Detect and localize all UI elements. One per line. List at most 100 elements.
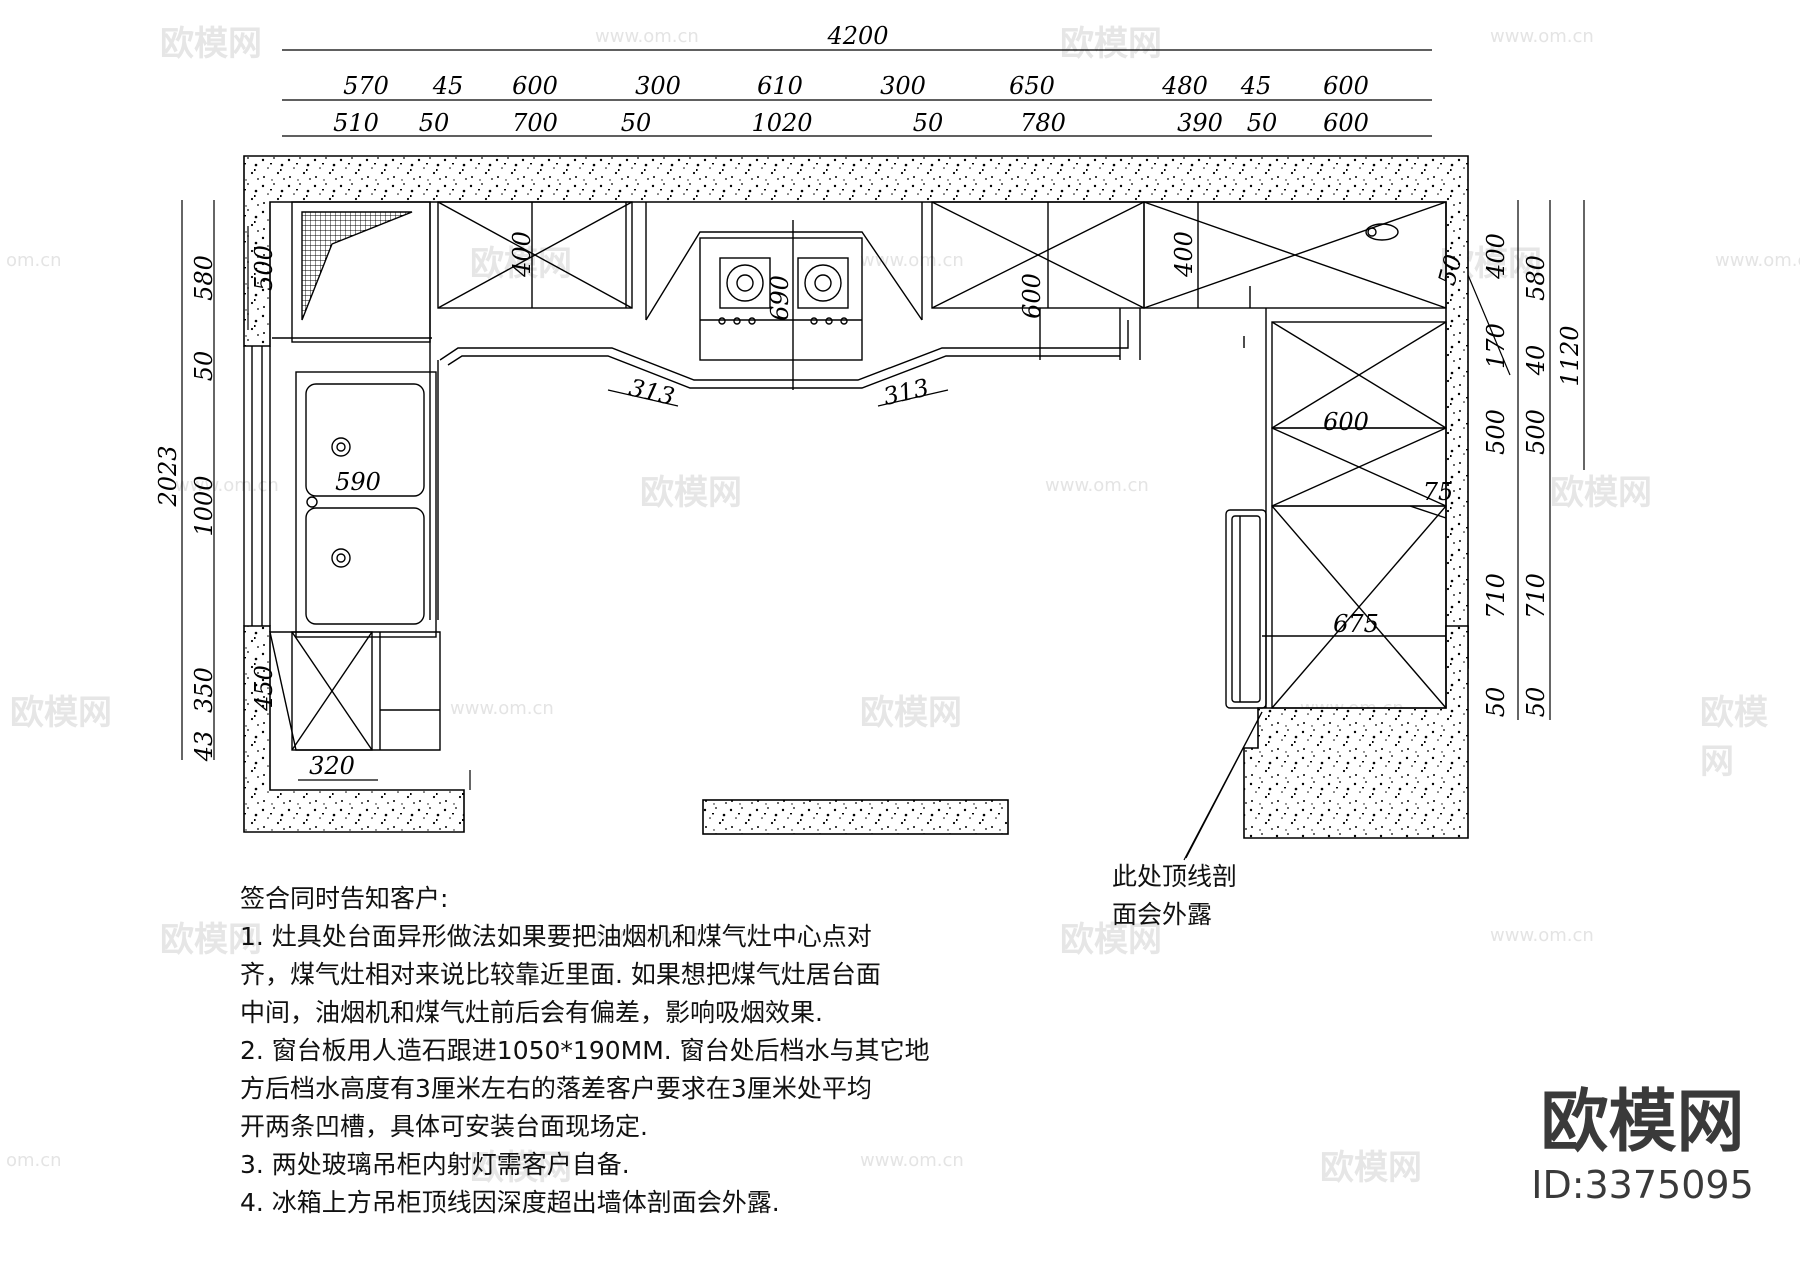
watermark-logo: 欧模网	[860, 693, 962, 733]
drain	[331, 437, 351, 457]
dim-right-mid: 50	[1522, 687, 1550, 718]
burner-right	[797, 257, 849, 309]
notes-line: 2. 窗台板用人造石跟进1050*190MM. 窗台处后档水与其它地	[240, 1036, 930, 1065]
dim-top-1: 600	[1323, 72, 1369, 100]
dim-top-2: 50	[1247, 109, 1278, 137]
fridge	[1271, 505, 1447, 709]
brand-name: 欧模网	[1540, 1083, 1745, 1162]
watermark-logo: 欧模网	[1320, 1148, 1422, 1188]
notes-line: 开两条凹槽，具体可安装台面现场定.	[240, 1112, 648, 1141]
dim-top-2: 510	[333, 109, 379, 137]
watermark-logo: 欧模网	[1060, 920, 1162, 960]
dim-right-outer: 50	[1482, 687, 1510, 718]
watermark-url: www.om.cn	[450, 698, 554, 719]
notes-line: 3. 两处玻璃吊柜内射灯需客户自备.	[240, 1150, 630, 1179]
dim-right-outer: 170	[1482, 323, 1510, 369]
watermark-logo: 欧模网	[160, 920, 262, 960]
dim-top-2: 1020	[751, 109, 812, 137]
wall-left-lower	[243, 625, 465, 833]
label-side: 75	[1423, 478, 1454, 506]
dim-left-outer: 580	[190, 255, 218, 301]
watermark-logo: 欧模网	[1550, 473, 1652, 513]
dim-top-1: 600	[512, 72, 558, 100]
dim-top-2: 600	[1323, 109, 1369, 137]
window-sill	[702, 799, 1009, 835]
watermark-url: www.om.cn	[595, 925, 699, 946]
wall-cabinet-left	[437, 201, 633, 309]
watermark-url: www.om.cn	[1045, 475, 1149, 496]
dim-right-mid: 710	[1522, 573, 1550, 619]
watermark-logo: 欧模网	[10, 693, 112, 733]
label-angle-left: 313	[626, 373, 677, 411]
sink-bowl-bottom	[305, 507, 425, 625]
notes-line: 4. 冰箱上方吊柜顶线因深度超出墙体剖面会外露.	[240, 1188, 780, 1217]
sink-base	[295, 371, 437, 638]
dim-top-2: 50	[913, 109, 944, 137]
label-angle-right: 313	[881, 373, 932, 411]
notes-line: 1. 灶具处台面异形做法如果要把油烟机和煤气灶中心点对	[240, 922, 872, 951]
dim-right-outer: 400	[1482, 233, 1510, 280]
label-wall-cabinet-mid: 600	[1018, 273, 1046, 319]
watermark-logo: 欧模网	[640, 473, 742, 513]
callout-note: 此处顶线剖 面会外露	[1112, 858, 1237, 934]
label-wall-cabinet-right: 400	[1170, 231, 1198, 278]
watermark-url: www.om.cn	[175, 475, 279, 496]
dimension-labels: 4200 570 45 600 300 610 300 650 480 45 6…	[154, 22, 1584, 780]
dim-top-1: 300	[880, 72, 926, 100]
watermark-logo: 欧模网	[470, 244, 572, 284]
wall-cabinet-right	[1143, 201, 1447, 309]
watermark-url: www.om.cn	[860, 1150, 964, 1171]
dim-top-2: 780	[1020, 109, 1066, 137]
notes-line: 中间，油烟机和煤气灶前后会有偏差，影响吸烟效果.	[240, 998, 823, 1027]
dimension-lines	[181, 49, 1585, 861]
dim-top-2: 50	[419, 109, 450, 137]
watermark-logo: 欧模网	[1700, 693, 1768, 782]
fridge-door	[1225, 509, 1267, 709]
dim-right-mid: 500	[1522, 409, 1550, 455]
sink-bowl-top	[305, 383, 425, 497]
dim-top-1: 480	[1161, 72, 1208, 100]
cabinets	[269, 201, 1447, 751]
watermark-logo: 欧模网	[1060, 24, 1162, 64]
dim-top-1: 570	[343, 72, 389, 100]
burner-left	[719, 257, 771, 309]
watermark-logo: 欧模网	[160, 24, 262, 64]
watermark-url: www.om.cn	[595, 26, 699, 47]
dim-left-outer: 50	[190, 351, 218, 382]
dim-left-inner: 500	[250, 245, 278, 291]
range-hood	[645, 231, 923, 321]
wall-left-top	[243, 155, 1469, 669]
dim-top-2: 390	[1177, 109, 1223, 137]
dim-left-outer: 43	[190, 731, 218, 763]
watermark-url: www.om.cn	[1490, 925, 1594, 946]
dim-top-1: 300	[635, 72, 681, 100]
callout-line: 面会外露	[1112, 900, 1213, 929]
label-sink: 590	[335, 468, 381, 496]
brand-id: ID:3375095	[1531, 1163, 1754, 1207]
watermark-url: om.cn	[6, 250, 62, 271]
window-left	[243, 346, 271, 626]
notes-line: 方后档水高度有3厘米左右的落差客户要求在3厘米处平均	[240, 1074, 872, 1103]
watermark-url: www.om.cn	[860, 250, 964, 271]
watermark-url: www.om.cn	[1715, 250, 1800, 271]
dim-top-2: 700	[512, 109, 558, 137]
notes-heading: 签合同时告知客户:	[240, 884, 449, 913]
dim-top-2: 50	[621, 109, 652, 137]
label-bottom: 320	[309, 752, 355, 780]
glass-cabinet	[301, 211, 413, 321]
countertop-edge	[439, 320, 1129, 381]
dim-right-mid: 580	[1522, 255, 1550, 301]
base-cabinet-bottom-left	[291, 631, 373, 751]
label-tall-upper: 600	[1323, 408, 1369, 436]
wall-right-lower	[1243, 625, 1469, 839]
dim-right-total: 1120	[1556, 325, 1584, 386]
label-fridge: 675	[1333, 610, 1379, 638]
customer-notes: 签合同时告知客户: 1. 灶具处台面异形做法如果要把油烟机和煤气灶中心点对 齐，…	[240, 880, 1060, 1222]
gas-stove	[699, 237, 863, 361]
dim-right-outer: 500	[1482, 409, 1510, 455]
dim-top-1: 610	[757, 72, 803, 100]
label-wall-cabinet-left: 400	[508, 231, 536, 278]
dim-right-outer: 710	[1482, 573, 1510, 619]
drain	[331, 548, 351, 568]
